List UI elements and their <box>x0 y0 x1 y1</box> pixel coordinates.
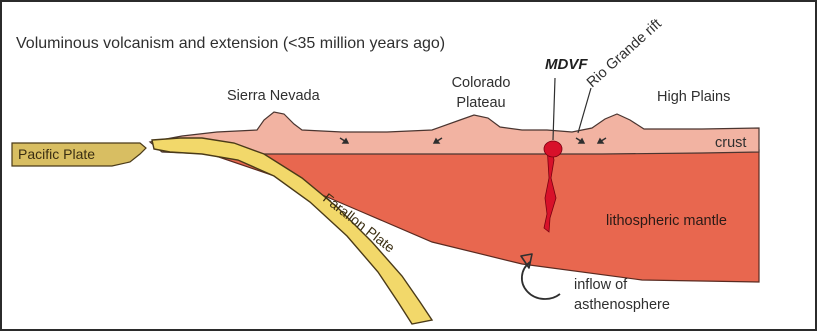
crust-label: crust <box>715 135 746 151</box>
lithospheric-mantle-label: lithospheric mantle <box>606 213 727 229</box>
high-plains-label: High Plains <box>657 89 730 105</box>
pacific-plate-label: Pacific Plate <box>18 146 95 162</box>
colorado-plateau-label-line1: Colorado <box>452 75 511 91</box>
inflow-label-line1: inflow of <box>574 277 628 293</box>
magma-chamber <box>544 141 562 157</box>
colorado-plateau-label-line2: Plateau <box>456 95 505 111</box>
mdvf-label: MDVF <box>545 56 588 73</box>
inflow-label-line2: asthenosphere <box>574 297 670 313</box>
rio-grande-leader-line <box>578 88 591 133</box>
rio-grande-rift-label: Rio Grande rift <box>584 16 665 91</box>
diagram-title: Voluminous volcanism and extension (<35 … <box>16 35 445 52</box>
sierra-nevada-label: Sierra Nevada <box>227 88 321 104</box>
